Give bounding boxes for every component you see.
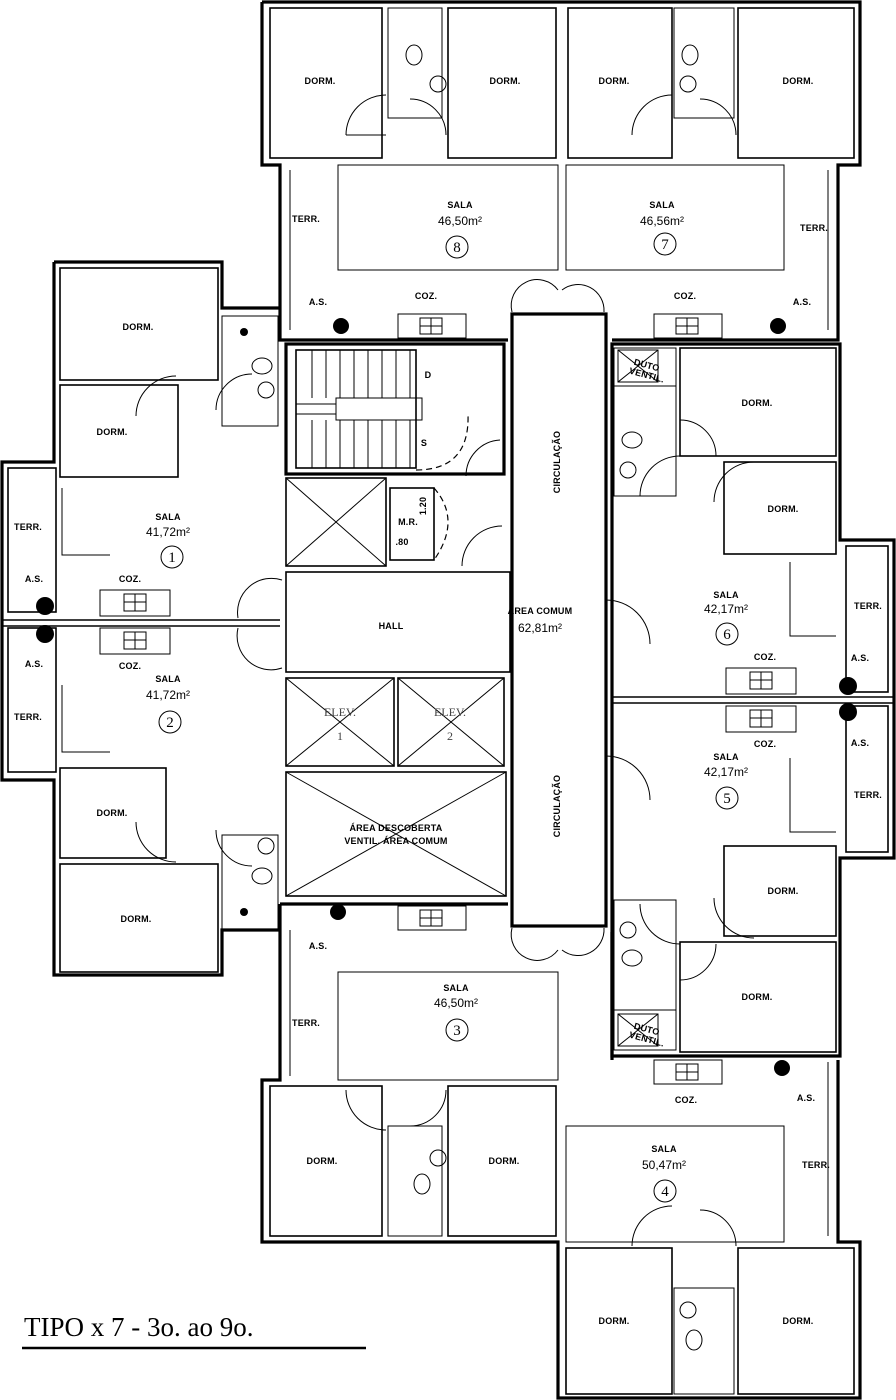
unit6-dorm-2: DORM. [768,504,799,514]
unit6-number: 6 [723,627,731,643]
unit1-dorm-1: DORM. [123,322,154,332]
unit6-sala-label: SALA [713,590,739,600]
area-comum-label: ÁREA COMUM [508,606,573,616]
unit4-sala-label: SALA [651,1144,677,1154]
unit2-coz: COZ. [119,661,141,671]
elev2-number: 2 [447,729,453,743]
unit5-coz: COZ. [754,739,776,749]
unit4-coz: COZ. [675,1095,697,1105]
unit2-dorm-2: DORM. [121,914,152,924]
unit4-as: A.S. [797,1093,815,1103]
unit7-area: 46,56m² [640,214,684,228]
mr-label: M.R. [398,517,418,527]
unit1-area: 41,72m² [146,525,190,539]
hall-label: HALL [379,621,404,631]
unit1-terr: TERR. [14,522,42,532]
unit4-area: 50,47m² [642,1158,686,1172]
unit7-terr: TERR. [800,223,828,233]
unit7-sala-label: SALA [649,200,675,210]
dim-1-20: 1.20 [418,497,428,515]
unit3-area: 46,50m² [434,996,478,1010]
unit1-as: A.S. [25,574,43,584]
unit8-area: 46,50m² [438,214,482,228]
unit4-dorm-1: DORM. [599,1316,630,1326]
stair-down: D [425,370,432,380]
unit1-coz: COZ. [119,574,141,584]
unit2-as: A.S. [25,659,43,669]
stair-steps [296,350,423,468]
elev1-number: 1 [337,729,343,743]
unit5-dorm-2: DORM. [742,992,773,1002]
dim-0-80: .80 [395,537,408,547]
unit2-terr: TERR. [14,712,42,722]
unit5-area: 42,17m² [704,765,748,779]
unit8-coz: COZ. [415,291,437,301]
top-block [260,0,862,342]
unit8-dorm-2: DORM. [490,76,521,86]
unit1-sala-label: SALA [155,512,181,522]
unit7-coz: COZ. [674,291,696,301]
unit5-sala-label: SALA [713,752,739,762]
right-block [610,342,896,1058]
unit2-area: 41,72m² [146,688,190,702]
unit2-number: 2 [166,715,174,731]
unit2-sala-label: SALA [155,674,181,684]
unit7-number: 7 [661,237,669,253]
unit3-as: A.S. [309,941,327,951]
unit7-dorm-1: DORM. [599,76,630,86]
central-core [284,312,651,928]
unit6-area: 42,17m² [704,602,748,616]
unit5-terr: TERR. [854,790,882,800]
unit5-number: 5 [723,791,731,807]
unit8-sala-label: SALA [447,200,473,210]
unit4-terr: TERR. [802,1160,830,1170]
circulacao-top: CIRCULAÇÃO [552,431,562,494]
unit3-dorm-2: DORM. [489,1156,520,1166]
unit4-number: 4 [661,1184,669,1200]
descoberta-line2: VENTIL. ÁREA COMUM [344,836,447,846]
elev1-label: ELEV. [324,705,356,719]
unit5-as: A.S. [851,738,869,748]
unit3-sala-label: SALA [443,983,469,993]
unit8-number: 8 [453,240,461,256]
unit7-as: A.S. [793,297,811,307]
area-comum-value: 62,81m² [518,621,562,635]
stair-up: S [421,438,427,448]
unit7-dorm-2: DORM. [783,76,814,86]
unit8-terr: TERR. [292,214,320,224]
unit6-terr: TERR. [854,601,882,611]
unit4-dorm-2: DORM. [783,1316,814,1326]
unit3-terr: TERR. [292,1018,320,1028]
descoberta-line1: ÁREA DESCOBERTA [349,823,442,833]
left-block [0,260,283,977]
bottom-block [260,902,862,1400]
unit6-as: A.S. [851,653,869,663]
unit8-as: A.S. [309,297,327,307]
unit5-dorm-1: DORM. [768,886,799,896]
unit2-dorm-1: DORM. [97,808,128,818]
elev2-label: ELEV. [434,705,466,719]
unit3-number: 3 [453,1023,461,1039]
plan-title: TIPO x 7 - 3o. ao 9o. [24,1312,253,1342]
unit6-dorm-1: DORM. [742,398,773,408]
unit1-number: 1 [168,550,176,566]
unit8-dorm-1: DORM. [305,76,336,86]
circulacao-bottom: CIRCULAÇÃO [552,775,562,838]
unit3-dorm-1: DORM. [307,1156,338,1166]
unit1-dorm-2: DORM. [97,427,128,437]
unit6-coz: COZ. [754,652,776,662]
